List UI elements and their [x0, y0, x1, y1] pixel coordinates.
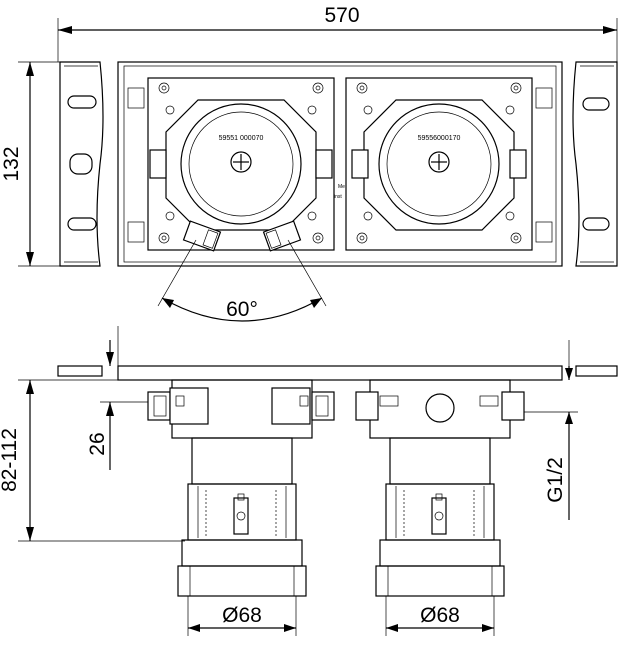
right-module-top: 59556000170 — [345, 77, 533, 251]
serial-right: 59556000170 — [418, 135, 461, 142]
dim-thread: G1/2 — [544, 457, 567, 503]
marking-text-2: inst — [334, 194, 342, 200]
dimension-132: 132 — [0, 61, 60, 267]
dim-angle: 60° — [226, 298, 258, 321]
dim-height-top: 132 — [0, 146, 23, 181]
side-view: 82-112 26 G1/2 — [0, 326, 618, 636]
main-frame — [117, 61, 563, 267]
left-rail — [59, 61, 104, 267]
dimension-570: 570 — [57, 4, 618, 62]
right-valve-body — [355, 379, 525, 597]
dim-overall-width: 570 — [324, 4, 359, 27]
marking-text: Me — [338, 184, 345, 190]
dimension-diameter-right: Ø68 — [385, 596, 495, 636]
dim-diameter-left: Ø68 — [222, 604, 262, 627]
dimension-diameter-left: Ø68 — [187, 596, 297, 636]
dimension-82-112: 82-112 — [0, 379, 185, 542]
cover-plate — [57, 326, 618, 381]
serial-left: 59551 000070 — [219, 135, 264, 142]
dim-diameter-right: Ø68 — [420, 604, 460, 627]
dimension-60-degrees: 60° — [157, 239, 327, 322]
dim-offset: 26 — [86, 432, 109, 455]
right-rail — [572, 61, 618, 267]
top-view: 570 132 — [0, 4, 618, 322]
left-valve-body — [147, 379, 335, 597]
left-module-top: 59551 000070 Me inst — [147, 77, 345, 252]
dimension-26: 26 — [86, 340, 150, 470]
dim-depth-range: 82-112 — [0, 428, 21, 492]
dimension-g12: G1/2 — [520, 366, 578, 520]
